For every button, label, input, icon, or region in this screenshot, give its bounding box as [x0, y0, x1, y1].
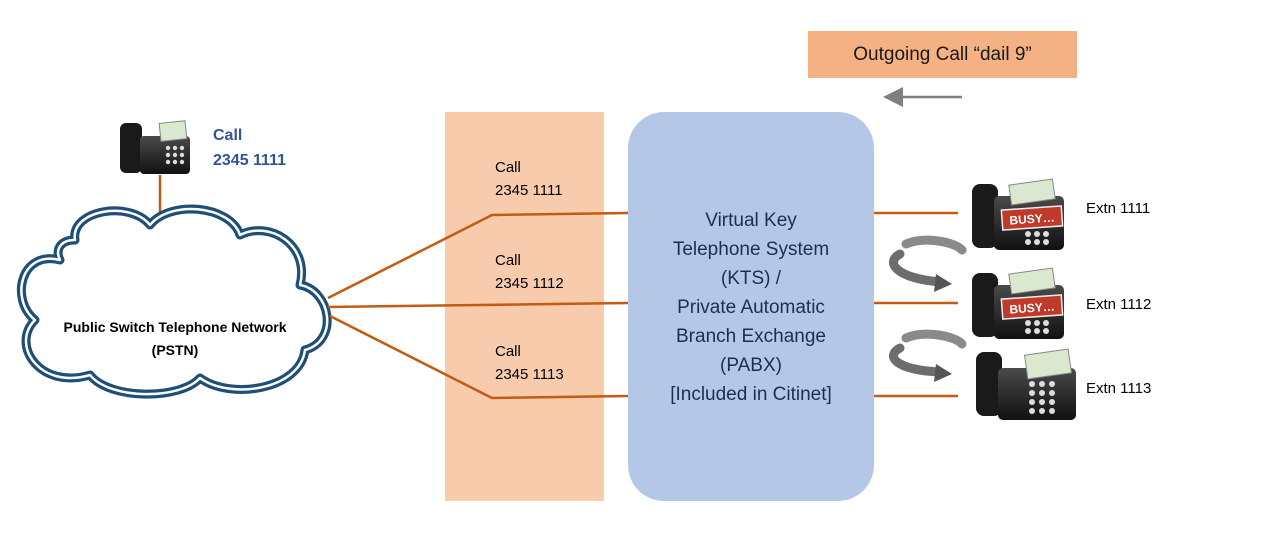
pstn-cloud — [16, 204, 332, 399]
caller-phone-icon — [120, 120, 190, 174]
trunk-call-label: Call 2345 1112 — [495, 249, 564, 295]
pbx-label-line: (PABX) — [720, 355, 782, 376]
caller-number: 2345 1111 — [213, 152, 286, 169]
extension-phone-1112-icon: BUSY… — [972, 267, 1064, 339]
extension-label-1113: Extn 1113 — [1086, 380, 1152, 397]
caller-label: Call 2345 1111 — [213, 123, 286, 173]
pbx-label: Virtual Key Telephone System (KTS) / Pri… — [628, 206, 874, 409]
trunk-line-1 — [327, 211, 629, 300]
trunk-line-3 — [329, 314, 629, 400]
trunk-call-label: Call 2345 1113 — [495, 340, 564, 386]
extension-label-1112: Extn 1112 — [1086, 296, 1152, 313]
pbx-label-line: Telephone System — [672, 239, 830, 260]
busy-text: BUSY… — [1009, 210, 1055, 227]
trunk-call-number: 2345 1112 — [495, 275, 564, 292]
extension-phone-1113-icon — [976, 348, 1076, 420]
extension-phone-1111-icon: BUSY… — [972, 178, 1064, 250]
busy-sign — [1000, 205, 1064, 231]
pbx-box — [628, 112, 874, 501]
pbx-label-line: (KTS) / — [720, 268, 782, 289]
rollover-arrow-icon — [889, 235, 967, 292]
busy-text: BUSY… — [1009, 299, 1055, 316]
outgoing-call-label: Outgoing Call “dail 9” — [808, 31, 1077, 78]
trunk-call-number: 2345 1111 — [495, 182, 563, 199]
trunk-call-label: Call 2345 1111 — [495, 156, 563, 202]
extension-label-1111: Extn 1111 — [1086, 200, 1151, 217]
pstn-label-line2: (PSTN) — [151, 342, 199, 358]
caller-label-line1: Call — [213, 127, 243, 144]
rollover-arrow-icon — [889, 329, 967, 382]
pbx-label-line: Branch Exchange — [676, 326, 826, 347]
trunk-call-number: 2345 1113 — [495, 366, 564, 383]
busy-sign — [1000, 294, 1064, 320]
trunk-call-label-line1: Call — [495, 343, 521, 360]
trunk-call-label-line1: Call — [495, 159, 521, 176]
pbx-label-line: Virtual Key — [705, 210, 797, 231]
pstn-label-line1: Public Switch Telephone Network — [63, 319, 287, 335]
pbx-label-line: Private Automatic — [677, 297, 825, 318]
trunk-call-label-line1: Call — [495, 252, 521, 269]
pstn-label: Public Switch Telephone Network (PSTN) — [30, 316, 320, 362]
trunk-line-2 — [327, 301, 629, 309]
pbx-label-line: [Included in Citinet] — [670, 384, 832, 405]
